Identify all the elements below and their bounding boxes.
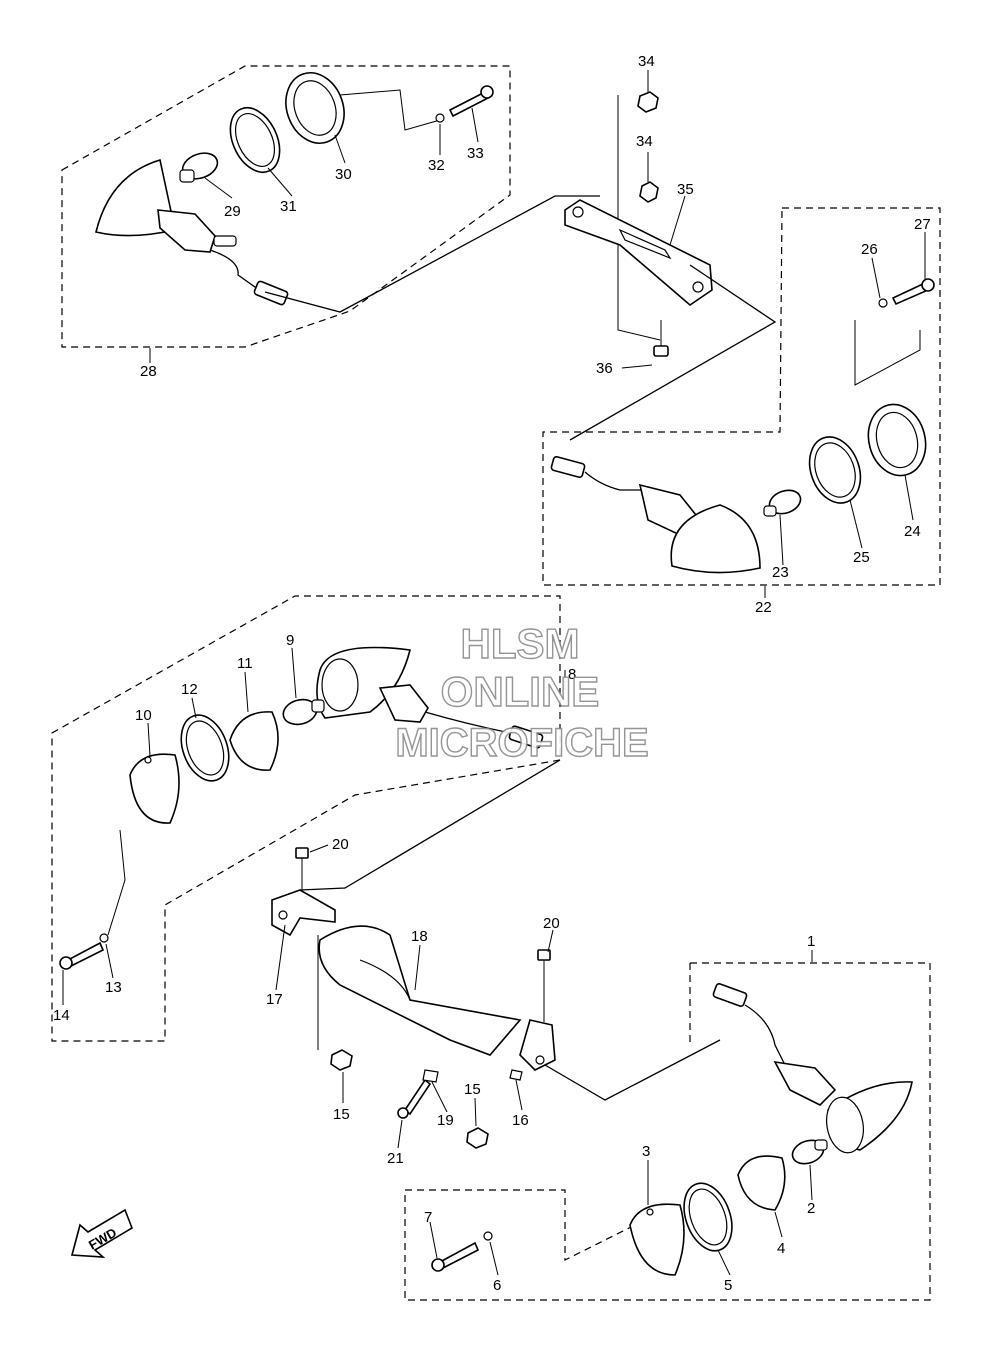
callout-29: 29 (224, 203, 241, 220)
callout-16: 16 (512, 1112, 529, 1129)
callout-13: 13 (105, 979, 122, 996)
rear-bracket-group (564, 91, 713, 357)
callout-31: 31 (280, 198, 297, 215)
callout-20a: 20 (332, 836, 349, 853)
callout-18: 18 (411, 928, 428, 945)
callout-30: 30 (335, 166, 352, 183)
callout-34b: 34 (636, 133, 653, 150)
callout-labels: 1 2 3 4 5 6 7 8 9 10 11 12 13 14 15 15 1… (53, 53, 931, 1294)
callout-8: 8 (568, 666, 576, 683)
callout-35: 35 (677, 181, 694, 198)
callout-24: 24 (904, 523, 921, 540)
callout-7: 7 (424, 1209, 432, 1226)
assembly-28-group (61, 65, 600, 348)
callout-22: 22 (755, 599, 772, 616)
callout-9: 9 (286, 632, 294, 649)
callout-19: 19 (437, 1112, 454, 1129)
callout-3: 3 (642, 1143, 650, 1160)
callout-14: 14 (53, 1007, 70, 1024)
callout-26: 26 (861, 241, 878, 258)
callout-20b: 20 (543, 915, 560, 932)
watermark-hlsm: HLSM (461, 620, 580, 667)
callout-6: 6 (493, 1277, 501, 1294)
front-bracket-group (271, 759, 721, 1149)
watermark: HLSM ONLINE MICROFICHE (395, 619, 650, 765)
assembly-1-group (404, 962, 931, 1301)
callout-11: 11 (237, 655, 253, 672)
callout-15b: 15 (464, 1081, 481, 1098)
watermark-online: ONLINE (441, 668, 600, 715)
assembly-22-group (542, 207, 941, 586)
callout-32: 32 (428, 157, 445, 174)
callout-25: 25 (853, 549, 870, 566)
callout-12: 12 (181, 681, 198, 698)
callout-33: 33 (467, 145, 484, 162)
forward-direction-arrow: FWD (70, 1208, 133, 1258)
callout-2: 2 (807, 1200, 815, 1217)
callout-23: 23 (772, 564, 789, 581)
callout-28: 28 (140, 363, 157, 380)
callout-17: 17 (266, 991, 283, 1008)
callout-34a: 34 (638, 53, 655, 70)
callout-15a: 15 (333, 1106, 350, 1123)
callout-4: 4 (777, 1240, 785, 1257)
leader-lines (62, 70, 926, 1276)
callout-1: 1 (807, 933, 815, 950)
assembly-8-group (51, 595, 561, 1042)
callout-36: 36 (596, 360, 613, 377)
callout-5: 5 (724, 1277, 732, 1294)
callout-21: 21 (387, 1150, 404, 1167)
callout-27: 27 (914, 216, 931, 233)
watermark-microfiche: MICROFICHE (395, 721, 648, 765)
callout-10: 10 (135, 707, 152, 724)
